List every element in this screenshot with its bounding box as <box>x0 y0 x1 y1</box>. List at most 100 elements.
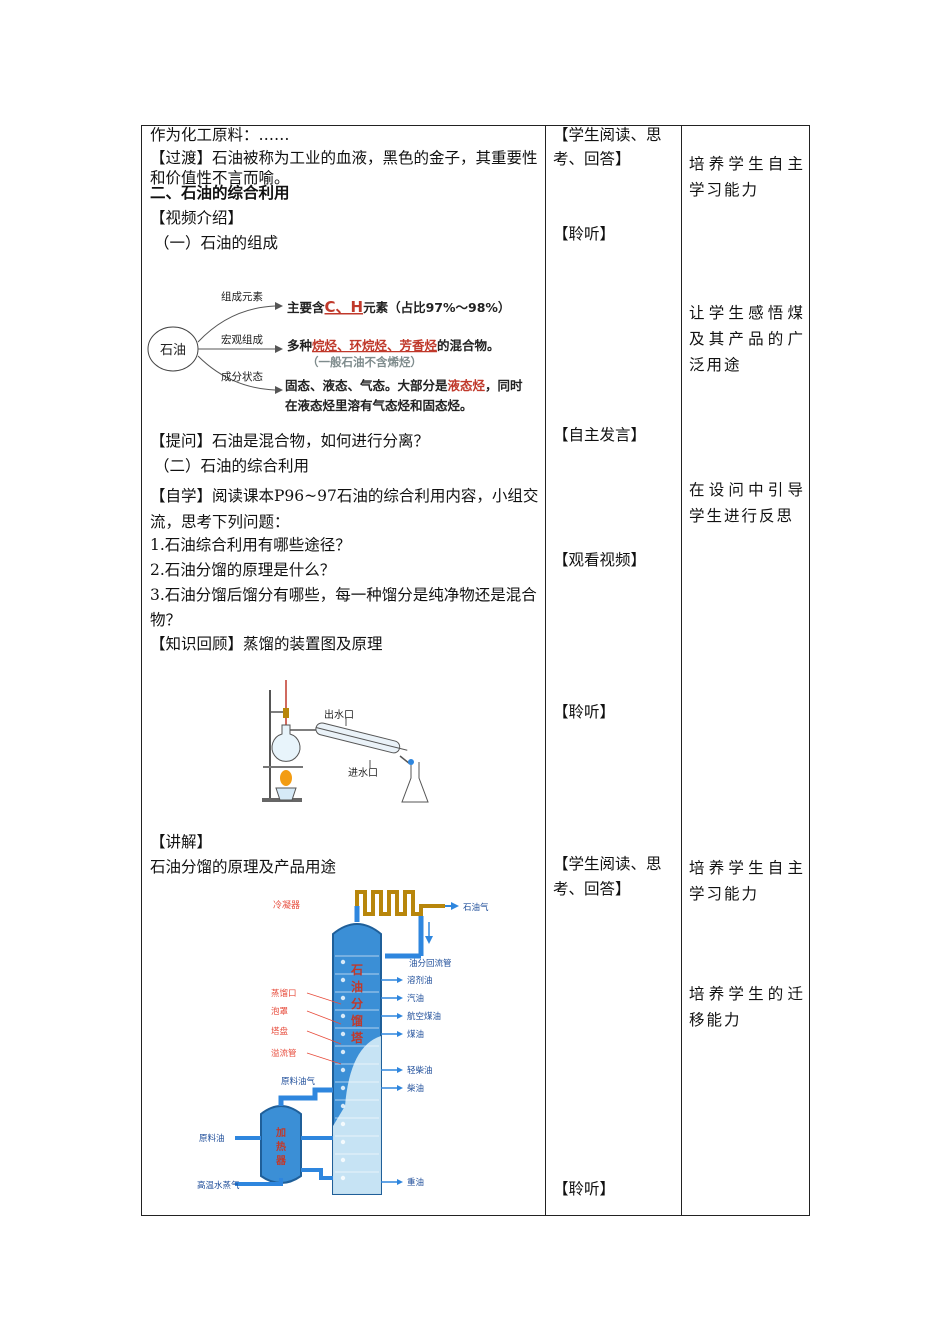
explain-text: 石油分馏的原理及产品用途 <box>150 858 337 876</box>
column-divider <box>681 126 682 1215</box>
state-text: 固态、液态、气态。大部分是液态烃，同时 <box>285 378 523 393</box>
goal-reflection: 在设问中引导学生进行反思 <box>689 481 805 525</box>
composition-diagram: 石油 组成元素 宏观组成 成分状态 主要含C、H元素（占比97%～98%） 多种… <box>147 290 523 413</box>
tower-name-char: 分 <box>351 996 363 1011</box>
component-label: 溢流管 <box>271 1048 297 1059</box>
tower-name-char: 塔 <box>351 1030 364 1045</box>
steam-pipe <box>235 1168 333 1186</box>
distillation-apparatus: 出水口 进水口 <box>262 680 429 803</box>
condenser-coil <box>355 890 445 916</box>
bubble-cap <box>340 1049 346 1055</box>
bubble-cap <box>340 1013 346 1019</box>
arrow-state <box>275 386 283 394</box>
branch-state <box>197 355 276 391</box>
steam-label: 高温水蒸气 <box>197 1180 240 1191</box>
reflux-label: 油分回流管 <box>409 958 452 969</box>
furnace-name: 加热器 <box>275 1126 287 1167</box>
elements-text: 主要含C、H元素（占比97%～98%） <box>287 298 510 316</box>
bubble-cap <box>340 959 346 965</box>
feed-oil-label: 原料油 <box>199 1133 225 1144</box>
goal-self-learning: 培养学生自主学习能力 <box>689 155 805 199</box>
component-label: 塔盘 <box>271 1026 289 1037</box>
feed-vapor-label: 原料油气 <box>281 1076 316 1087</box>
product-arrowhead <box>397 1031 403 1037</box>
reflux-arrowhead <box>425 936 433 944</box>
bubble-cap <box>340 1139 346 1145</box>
label-elements: 组成元素 <box>221 290 263 303</box>
activity-listen-2: 【聆听】 <box>553 703 616 721</box>
leader-line <box>306 1030 342 1045</box>
component-label: 泡罩 <box>271 1006 289 1017</box>
leader-line <box>306 1052 342 1065</box>
leader-line <box>306 992 342 1005</box>
product-arrowhead <box>397 1067 403 1073</box>
goal-transfer: 培养学生的迁移能力 <box>689 985 805 1029</box>
macro-text: 多种烷烃、环烷烃、芳香烃的混合物。 <box>287 338 500 353</box>
activity-read-think-2: 【学生阅读、思考、回答】 <box>553 855 662 898</box>
bubble-cap <box>340 1175 346 1181</box>
burner <box>275 787 297 801</box>
furnace-name-char: 加 <box>275 1126 286 1139</box>
goal-self-learning-2: 培养学生自主学习能力 <box>689 859 805 903</box>
video-intro: 【视频介绍】 <box>150 209 244 227</box>
product-arrowhead <box>397 1013 403 1019</box>
question-text: 【提问】石油是混合物，如何进行分离？ <box>150 432 430 450</box>
tower-name-char: 馏 <box>351 1013 363 1028</box>
bubble-cap <box>340 1085 346 1091</box>
transition-text: 【过渡】石油被称为工业的血液，黑色的金子，其重要性和价值性不言而喻。 <box>150 149 538 187</box>
goal-appreciate-uses: 让学生感悟煤及其产品的广泛用途 <box>689 304 805 374</box>
gas-arrowhead <box>451 902 459 910</box>
feed-vapor-pipe <box>278 1087 333 1106</box>
bubble-cap <box>340 977 346 983</box>
bubble-cap <box>340 1067 346 1073</box>
activity-listen: 【聆听】 <box>553 225 616 243</box>
question-3: 3.石油分馏后馏分有哪些，每一种馏分是纯净物还是混合物？ <box>150 586 537 629</box>
explain-label: 【讲解】 <box>150 833 213 851</box>
label-macro: 宏观组成 <box>221 333 263 346</box>
activity-listen-3: 【聆听】 <box>553 1180 616 1198</box>
macro-note: （一般石油不含烯烃） <box>307 355 422 369</box>
tower-name-char: 石 <box>350 963 363 977</box>
furnace <box>260 1105 302 1184</box>
state-text-2: 在液态烃里溶有气态烃和固态烃。 <box>285 398 473 413</box>
lesson-table <box>141 125 810 1216</box>
flask <box>271 724 301 762</box>
component-label: 蒸馏口 <box>271 988 297 999</box>
leader-line <box>306 1010 342 1025</box>
bubble-cap <box>340 995 346 1001</box>
activity-watch-video: 【观看视频】 <box>553 551 647 569</box>
tower-name-char: 油 <box>351 979 363 994</box>
product-label: 柴油 <box>407 1083 424 1094</box>
product-arrowhead <box>397 1085 403 1091</box>
product-label: 汽油 <box>407 993 424 1004</box>
furnace-name-char: 器 <box>275 1155 287 1167</box>
question-2: 2.石油分馏的原理是什么？ <box>150 561 336 579</box>
furnace-name-char: 热 <box>276 1140 286 1153</box>
product-label: 溶剂油 <box>407 975 433 986</box>
self-study-text: 【自学】阅读课本P96~97石油的综合利用内容，小组交流，思考下列问题： <box>150 487 539 531</box>
product-arrowhead <box>397 977 403 983</box>
bubble-cap <box>340 1031 346 1037</box>
flame <box>280 770 292 786</box>
product-arrowhead <box>397 995 403 1001</box>
bubble-cap <box>340 1157 346 1163</box>
petroleum-label: 石油 <box>160 343 186 358</box>
product-label: 航空煤油 <box>407 1011 441 1022</box>
activity-speak: 【自主发言】 <box>553 426 647 444</box>
outlet-label: 出水口 <box>324 708 354 721</box>
bubble-cap <box>340 1103 346 1109</box>
product-label: 轻柴油 <box>407 1065 433 1076</box>
label-state: 成分状态 <box>221 370 263 383</box>
question-1: 1.石油综合利用有哪些途径？ <box>150 536 351 554</box>
connector <box>408 759 414 765</box>
review-text: 【知识回顾】蒸馏的装置图及原理 <box>150 635 383 653</box>
stopper <box>283 708 289 718</box>
product-arrowhead <box>397 1179 403 1185</box>
branch-elements <box>197 305 276 343</box>
arrow-macro <box>275 345 283 353</box>
raw-material-line: 作为化工原料：…… <box>150 126 290 144</box>
